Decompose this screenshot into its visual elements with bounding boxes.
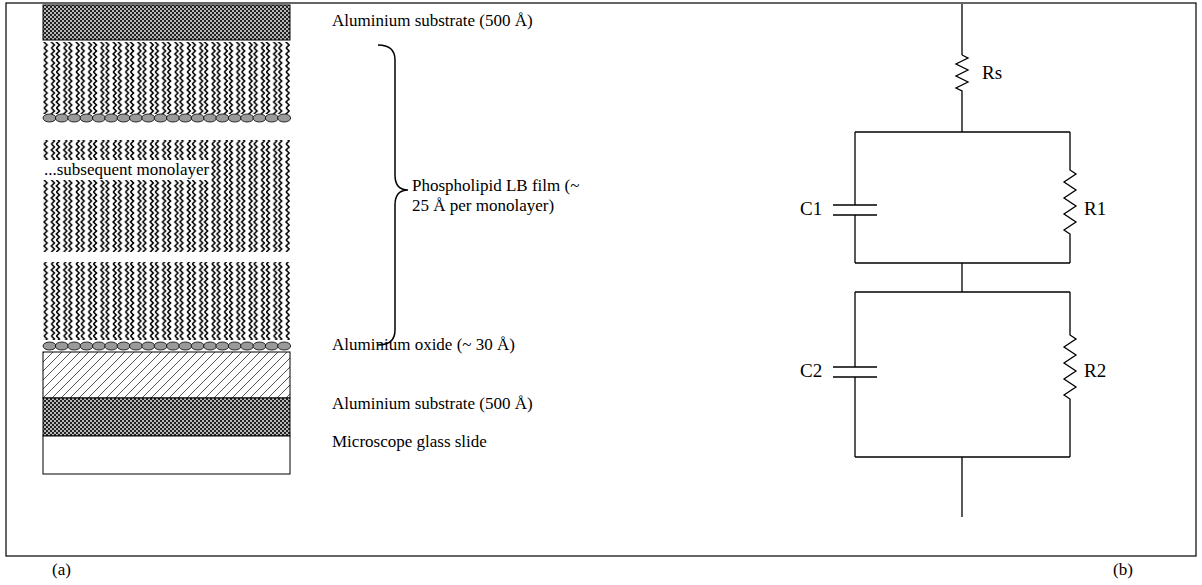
lipid-head <box>204 342 217 350</box>
lipid-head <box>253 114 266 122</box>
lipid-head <box>167 342 180 350</box>
lipid-head <box>278 114 291 122</box>
layer-label: ...subsequent monolayer <box>42 160 211 180</box>
lipid-head <box>117 114 130 122</box>
lipid-head <box>129 342 142 350</box>
lipid-head <box>92 342 105 350</box>
panel-label: (b) <box>1113 560 1133 580</box>
lipid-head <box>68 114 81 122</box>
film-label: Phospholipid LB film (~ 25 Å per monolay… <box>412 176 592 217</box>
lipid-head <box>278 342 291 350</box>
aluminium-layer <box>43 5 290 40</box>
lipid-head <box>43 114 56 122</box>
lipid-head <box>43 342 56 350</box>
lipid-head <box>241 114 254 122</box>
figure-frame <box>6 3 1196 556</box>
lipid-head <box>191 114 204 122</box>
lipid-head <box>216 114 229 122</box>
lipid-tails <box>43 262 290 340</box>
lipid-head <box>253 342 266 350</box>
lipid-head <box>228 114 241 122</box>
lipid-head <box>142 114 155 122</box>
lipid-heads <box>43 342 291 350</box>
layer-label: Aluminium substrate (500 Å) <box>332 394 533 414</box>
lipid-head <box>105 114 118 122</box>
lipid-heads <box>43 114 291 122</box>
lipid-head <box>167 114 180 122</box>
lipid-head <box>191 342 204 350</box>
component-label: Rs <box>982 62 1002 85</box>
layer-label: Aluminium substrate (500 Å) <box>332 11 533 31</box>
lipid-head <box>92 114 105 122</box>
panel-label: (a) <box>52 560 71 580</box>
lipid-head <box>241 342 254 350</box>
lipid-head <box>179 114 192 122</box>
lipid-head <box>265 114 278 122</box>
lipid-head <box>154 114 167 122</box>
lipid-head <box>68 342 81 350</box>
layer-label: Microscope glass slide <box>332 432 487 452</box>
lipid-head <box>179 342 192 350</box>
lipid-head <box>129 114 142 122</box>
lipid-head <box>105 342 118 350</box>
capacitor-symbol <box>833 367 877 377</box>
lipid-head <box>142 342 155 350</box>
lipid-head <box>265 342 278 350</box>
component-label: C2 <box>800 360 822 383</box>
glass-slide <box>43 436 290 474</box>
brace <box>378 45 408 345</box>
capacitor-symbol <box>833 205 877 215</box>
lipid-tails <box>43 140 290 252</box>
resistor-symbol <box>1064 132 1076 263</box>
lipid-head <box>80 114 93 122</box>
lipid-head <box>55 342 68 350</box>
resistor-symbol <box>1064 292 1076 457</box>
resistor-symbol <box>956 55 968 132</box>
aluminium-layer <box>43 398 290 436</box>
lipid-head <box>55 114 68 122</box>
lipid-head <box>228 342 241 350</box>
lipid-head <box>154 342 167 350</box>
oxide-layer <box>43 352 290 398</box>
lipid-head <box>216 342 229 350</box>
component-label: R1 <box>1084 198 1106 221</box>
lipid-head <box>80 342 93 350</box>
circuit-wires <box>833 4 1076 517</box>
component-label: R2 <box>1084 360 1106 383</box>
component-label: C1 <box>800 198 822 221</box>
lipid-tails <box>43 42 290 114</box>
lipid-head <box>204 114 217 122</box>
lipid-head <box>117 342 130 350</box>
layer-label: Aluminium oxide (~ 30 Å) <box>332 335 515 355</box>
